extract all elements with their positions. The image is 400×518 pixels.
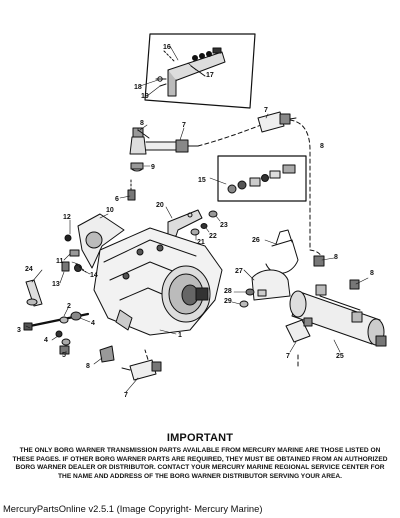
callout-8a: 8 — [140, 120, 144, 127]
callout-18: 18 — [134, 84, 142, 91]
valve-inset — [217, 155, 307, 202]
callout-1: 1 — [178, 332, 182, 339]
callout-10: 10 — [106, 207, 114, 214]
callout-8e: 8 — [320, 143, 324, 150]
hose-fitting-top-right — [257, 111, 297, 133]
callout-17: 17 — [206, 72, 214, 79]
bracket-inset — [144, 33, 256, 109]
callout-22: 22 — [209, 233, 217, 240]
lower-fittings — [99, 345, 162, 381]
callout-3: 3 — [17, 327, 21, 334]
callout-7c: 7 — [286, 353, 290, 360]
cooler-clamps — [239, 229, 299, 308]
upper-fittings — [127, 127, 199, 201]
callout-8b: 8 — [334, 254, 338, 261]
left-side-parts — [25, 234, 87, 307]
callout-12: 12 — [63, 214, 71, 221]
transmission-exploded-diagram: 16 17 18 19 7 8 7 9 15 6 10 20 12 23 22 … — [17, 33, 387, 399]
callout-7b: 7 — [182, 122, 186, 129]
callout-8d: 8 — [86, 363, 90, 370]
callout-11: 11 — [56, 258, 64, 265]
callout-28: 28 — [224, 288, 232, 295]
callout-4a: 4 — [91, 320, 95, 327]
callout-25: 25 — [336, 353, 344, 360]
right-side-fittings — [313, 255, 387, 347]
callout-9: 9 — [151, 164, 155, 171]
part-callouts: 16 17 18 19 7 8 7 9 15 6 10 20 12 23 22 … — [17, 44, 374, 399]
callout-29: 29 — [224, 298, 232, 305]
notice-title: IMPORTANT — [166, 432, 234, 444]
mounting-hardware — [23, 311, 90, 355]
heat-exchanger — [289, 284, 385, 346]
callout-2: 2 — [67, 303, 71, 310]
callout-26: 26 — [252, 237, 260, 244]
callout-20: 20 — [156, 202, 164, 209]
callout-24: 24 — [25, 266, 33, 273]
callout-23: 23 — [220, 222, 228, 229]
transmission-housing — [77, 213, 223, 336]
callout-19: 19 — [141, 93, 149, 100]
callout-7a: 7 — [264, 107, 268, 114]
notice-body: THE ONLY BORG WARNER TRANSMISSION PARTS … — [12, 447, 388, 480]
callout-15: 15 — [198, 177, 206, 184]
callout-5: 5 — [62, 352, 66, 359]
copyright-footer: MercuryPartsOnline v2.5.1 (Image Copyrig… — [3, 503, 263, 514]
callout-14: 14 — [90, 272, 98, 279]
callout-4b: 4 — [44, 337, 48, 344]
leader-lines — [25, 45, 369, 393]
hose-fitting-bottom-right — [285, 317, 313, 343]
callout-6: 6 — [115, 196, 119, 203]
callout-7d: 7 — [124, 392, 128, 399]
callout-8c: 8 — [370, 270, 374, 277]
callout-13: 13 — [52, 281, 60, 288]
callout-16: 16 — [163, 44, 171, 51]
callout-27: 27 — [235, 268, 243, 275]
callout-21: 21 — [197, 239, 205, 246]
